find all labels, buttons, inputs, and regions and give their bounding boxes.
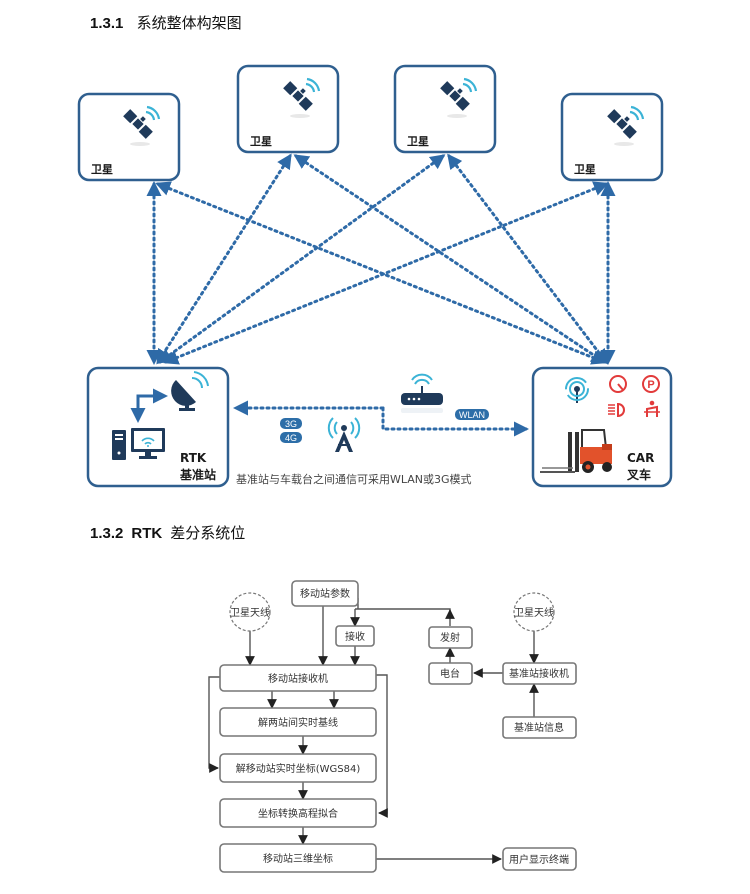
communication-links — [233, 400, 529, 437]
svg-text:电台: 电台 — [440, 667, 460, 680]
svg-text:3G: 3G — [285, 419, 297, 429]
parking-brake-icon: P — [642, 375, 660, 393]
svg-text:P: P — [647, 379, 654, 391]
svg-text:卫星天线: 卫星天线 — [514, 606, 554, 619]
section-number: 1.3.1 — [90, 15, 124, 32]
svg-text:移动站接收机: 移动站接收机 — [268, 672, 328, 685]
seatbelt-icon — [644, 400, 660, 417]
svg-text:坐标转换高程拟合: 坐标转换高程拟合 — [258, 807, 338, 820]
network-badge: 4G — [280, 432, 302, 443]
satellite-label: 卫星 — [91, 163, 113, 176]
section-title: 差分系统位 — [170, 524, 246, 542]
node-transmit: 发射 — [428, 626, 473, 649]
base-station-label-line2: 基准站 — [179, 467, 216, 482]
section-title-prefix: RTK — [131, 525, 163, 542]
forklift-car-box: P CAR 叉车 — [531, 366, 673, 488]
node-rover-params: 移动站参数 — [291, 580, 359, 607]
node-radio: 电台 — [428, 662, 473, 685]
node-base-antenna: 卫星天线 — [513, 592, 555, 632]
node-user-terminal: 用户显示终端 — [502, 847, 577, 871]
satellite-box: 卫星 — [560, 92, 664, 182]
satellite-box: 卫星 — [77, 92, 181, 182]
data-flow-arrow — [130, 388, 168, 423]
svg-text:解移动站实时坐标(WGS84): 解移动站实时坐标(WGS84) — [236, 762, 361, 775]
speedometer-icon — [609, 375, 627, 393]
base-station-label-line1: RTK — [180, 451, 207, 465]
section-number: 1.3.2 — [90, 525, 124, 542]
link-to-car — [381, 406, 529, 437]
node-rover-receiver: 移动站接收机 — [219, 664, 377, 692]
signal-links — [146, 153, 616, 365]
link-sat4-base — [163, 181, 609, 365]
link-sat3-base — [157, 154, 446, 364]
svg-text:WLAN: WLAN — [459, 410, 485, 420]
gps-antenna-icon — [565, 377, 589, 403]
section-heading-rtk: 1.3.2 RTK 差分系统位 — [90, 522, 245, 543]
communication-caption: 基准站与车载台之间通信可采用WLAN或3G模式 — [236, 472, 472, 486]
svg-text:发射: 发射 — [440, 631, 460, 644]
node-receive: 接收 — [335, 625, 375, 647]
svg-text:4G: 4G — [285, 433, 297, 443]
node-rover-coords: 解移动站实时坐标(WGS84) — [219, 753, 377, 783]
forklift-icon — [540, 429, 612, 473]
node-rover-3d: 移动站三维坐标 — [219, 843, 377, 873]
headlight-icon — [608, 402, 625, 418]
satellite-box: 卫星 — [393, 64, 497, 154]
svg-text:基准站信息: 基准站信息 — [514, 721, 564, 734]
svg-text:解两站间实时基线: 解两站间实时基线 — [258, 716, 338, 729]
section-title: 系统整体构架图 — [136, 14, 242, 32]
flow-connectors — [208, 598, 539, 864]
node-rover-antenna: 卫星天线 — [229, 592, 271, 632]
svg-text:接收: 接收 — [345, 630, 365, 643]
node-coord-transform: 坐标转换高程拟合 — [219, 798, 377, 828]
node-baseline: 解两站间实时基线 — [219, 707, 377, 737]
svg-text:移动站参数: 移动站参数 — [300, 587, 350, 600]
satellite-label: 卫星 — [250, 135, 272, 148]
network-badge: 3G — [280, 418, 302, 429]
wlan-badge: WLAN — [455, 409, 489, 420]
computer-icon — [112, 428, 165, 460]
architecture-diagram: 卫星 卫星 卫星 卫星 — [77, 64, 673, 488]
wifi-router-icon — [401, 373, 443, 413]
svg-text:移动站三维坐标: 移动站三维坐标 — [263, 852, 333, 865]
cell-tower-icon — [327, 417, 361, 452]
node-base-receiver: 基准站接收机 — [502, 662, 577, 685]
satellite-label: 卫星 — [574, 163, 596, 176]
svg-text:基准站接收机: 基准站接收机 — [509, 667, 569, 680]
satellite-box: 卫星 — [236, 64, 340, 154]
car-label-line1: CAR — [627, 451, 654, 465]
section-heading-architecture: 1.3.1 系统整体构架图 — [90, 12, 242, 33]
svg-text:用户显示终端: 用户显示终端 — [509, 853, 569, 866]
node-base-info: 基准站信息 — [502, 716, 577, 739]
car-label-line2: 叉车 — [626, 467, 651, 482]
rtk-base-station-box: RTK 基准站 — [86, 366, 230, 488]
link-sat2-base — [156, 153, 292, 365]
svg-text:卫星天线: 卫星天线 — [230, 606, 270, 619]
satellite-label: 卫星 — [407, 135, 429, 148]
satellite-dish-icon — [171, 371, 209, 411]
